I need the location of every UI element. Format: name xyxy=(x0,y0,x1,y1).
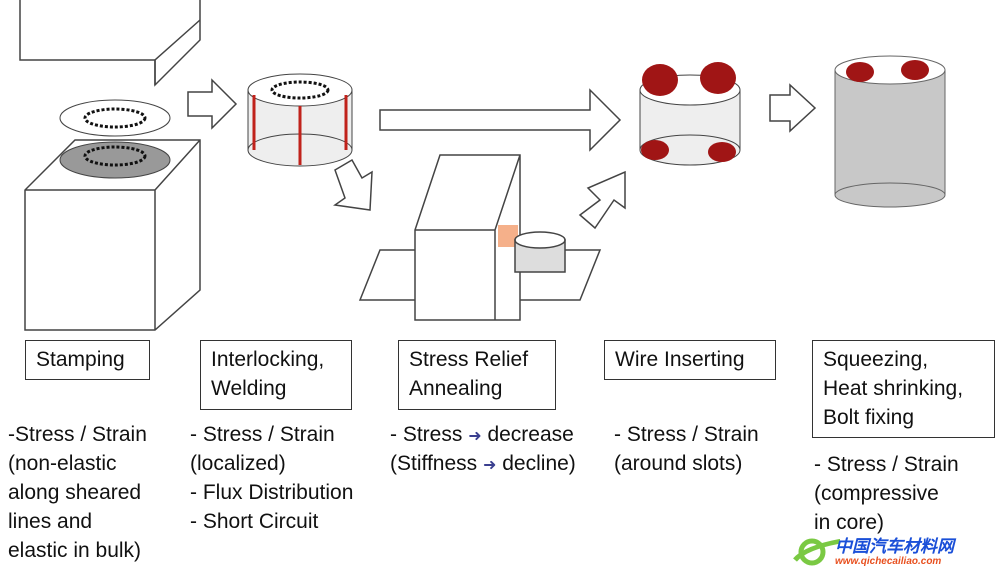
watermark-logo xyxy=(793,538,840,566)
step-desc-stamping: -Stress / Strain (non-elastic along shea… xyxy=(8,423,147,562)
step-desc-annealing: - Stress ➜ decrease (Stiffness ➜ decline) xyxy=(390,420,576,478)
arrow-icon: ➜ xyxy=(483,457,497,474)
die-plate xyxy=(59,141,171,179)
arrow-down-right xyxy=(333,158,373,211)
desc-text: decrease xyxy=(487,423,574,446)
lamination-sheet xyxy=(59,99,171,137)
stacked-core-1 xyxy=(247,73,353,167)
step-label-annealing: Stress Relief Annealing xyxy=(398,340,556,410)
desc-text: (Stiffness xyxy=(390,452,478,475)
desc-text: decline) xyxy=(502,452,576,475)
step-label-wire-inserting: Wire Inserting xyxy=(604,340,776,380)
housing-cylinder xyxy=(834,55,946,208)
press-lower xyxy=(24,139,201,331)
arrow-right-1 xyxy=(187,78,238,130)
press-upper xyxy=(19,0,201,87)
step-desc-interlocking: - Stress / Strain (localized) - Flux Dis… xyxy=(190,423,354,533)
desc-text: - Stress xyxy=(390,423,463,446)
press-upper-edge xyxy=(154,19,201,85)
watermark-text: 中国汽车材料网 xyxy=(835,537,954,556)
step-desc-wire-inserting: - Stress / Strain (around slots) xyxy=(614,423,759,475)
lamination-teeth xyxy=(83,107,147,129)
arrow-right-long xyxy=(379,88,622,152)
step-desc-squeezing: - Stress / Strain (compressive in core) xyxy=(814,453,959,534)
arrow-icon: ➜ xyxy=(468,428,482,445)
stacked-core-wired xyxy=(639,62,741,166)
step-label-stamping: Stamping xyxy=(25,340,150,380)
step-label-squeezing: Squeezing, Heat shrinking, Bolt fixing xyxy=(812,340,995,438)
arrow-right-2 xyxy=(769,83,817,133)
arrow-up-right xyxy=(578,170,626,230)
watermark-url: www.qichecailiao.com xyxy=(835,556,942,567)
annealing-furnace xyxy=(358,154,602,321)
step-label-interlocking: Interlocking, Welding xyxy=(200,340,352,410)
